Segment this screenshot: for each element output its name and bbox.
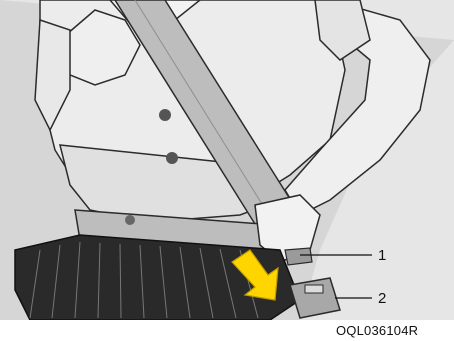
lap-belt-rivet <box>125 215 135 225</box>
blouse-button-lower <box>166 152 178 164</box>
buckle-housing <box>290 278 340 318</box>
callout-2-label: 2 <box>378 291 386 306</box>
figure-code: OQL036104R <box>336 324 418 337</box>
blouse-button-upper <box>159 109 171 121</box>
latch-plate <box>285 248 312 265</box>
callout-1-label: 1 <box>378 248 386 263</box>
buckle-release-button <box>305 285 323 293</box>
